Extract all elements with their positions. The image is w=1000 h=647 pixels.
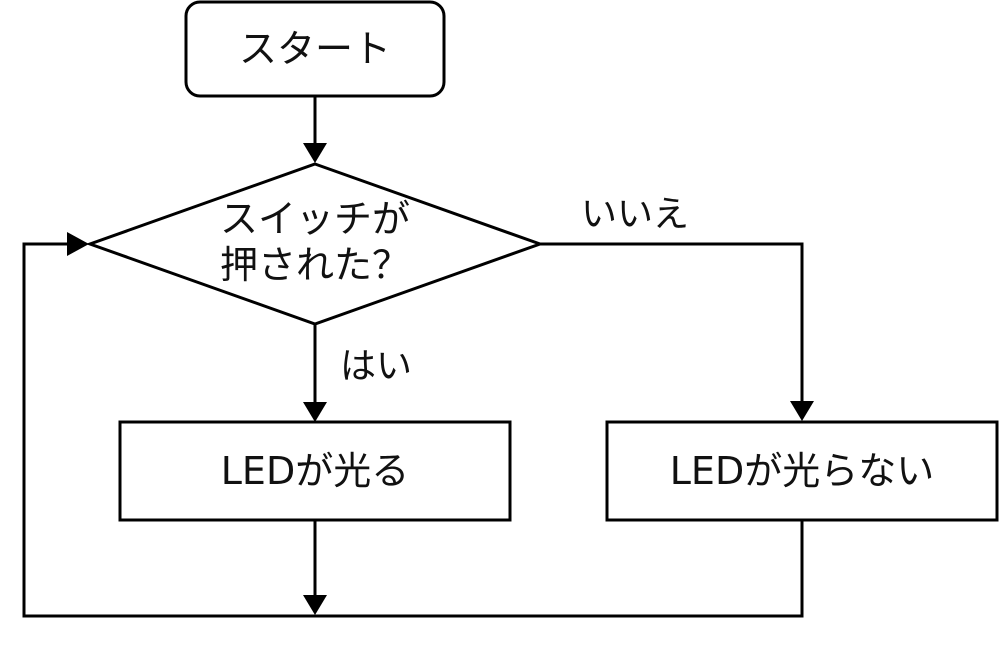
decision-label-line1: スイッチが: [220, 197, 410, 241]
edge-label-yes: はい: [340, 346, 412, 387]
edge-decision-to-no: [540, 242, 814, 421]
edge-no-to-merge: [315, 520, 804, 618]
edge-loop-back: [22, 232, 315, 618]
edge-yes-to-merge: [303, 520, 327, 615]
edge-label-no: いいえ: [581, 194, 689, 235]
decision-label-line2: 押された？: [220, 243, 410, 287]
process-label-led-on: LEDが光る: [221, 449, 409, 493]
process-node-led-on: LEDが光る: [118, 420, 512, 522]
process-label-led-off: LEDが光らない: [670, 449, 934, 493]
decision-node: スイッチが 押された？: [85, 162, 545, 326]
edge-start-to-decision: [303, 96, 327, 163]
process-node-led-off: LEDが光らない: [605, 420, 999, 522]
start-label: スタート: [239, 27, 391, 71]
start-node: スタート: [184, 0, 446, 98]
edge-decision-to-yes: [303, 324, 327, 422]
